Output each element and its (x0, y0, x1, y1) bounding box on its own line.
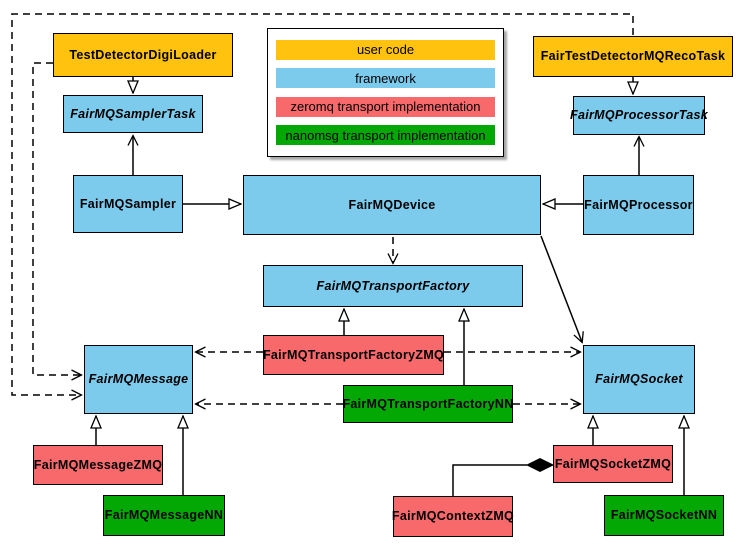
class-name: FairMQSocketZMQ (554, 456, 672, 471)
class-box-fairmqprocessor: FairMQProcessor (583, 175, 694, 235)
class-box-fairmqdevice: FairMQDevice (243, 175, 541, 235)
edge-dep-recotask-message (11, 13, 634, 395)
class-box-fairmqmessage: FairMQMessage (84, 345, 193, 414)
class-name: FairMQSampler (79, 196, 177, 211)
class-name: FairMQProcessorTask (570, 108, 708, 123)
class-name: FairMQProcessor (584, 197, 693, 212)
class-box-testdetectordigiloader: TestDetectorDigiLoader (53, 33, 233, 77)
class-name: FairMQSamplerTask (70, 106, 196, 121)
class-name: FairMQTransportFactoryZMQ (262, 347, 445, 362)
class-name: TestDetectorDigiLoader (69, 47, 217, 62)
legend-item-nanomsg: nanomsg transport implementation (276, 125, 495, 146)
class-name: FairTestDetectorMQRecoTask (540, 49, 726, 64)
class-box-fairmqtransportfactorynn: FairMQTransportFactoryNN (342, 385, 514, 423)
legend-item-user-code: user code (276, 39, 495, 60)
class-name: FairMQTransportFactoryNN (342, 396, 514, 411)
edge-compose-contextzmq-socketzmq (452, 464, 527, 496)
class-box-fairmqtransportfactory: FairMQTransportFactory (263, 265, 523, 307)
class-box-fairmqprocessortask: FairMQProcessorTask (570, 96, 708, 135)
class-name: FairMQSocketNN (610, 508, 718, 523)
legend: user code framework zeromq transport imp… (267, 28, 504, 157)
class-box-fairmqsampler: FairMQSampler (73, 175, 183, 233)
class-box-fairmqmessagezmq: FairMQMessageZMQ (33, 445, 163, 485)
class-box-fairtestdetectormqrecotask: FairTestDetectorMQRecoTask (533, 36, 733, 77)
class-name: FairMQMessageZMQ (33, 457, 163, 472)
class-box-fairmqmessagenn: FairMQMessageNN (103, 495, 225, 536)
class-name: FairMQMessage (88, 372, 189, 387)
class-name: FairMQDevice (348, 197, 436, 212)
legend-item-framework: framework (276, 68, 495, 89)
edge-assoc-device-socket (540, 235, 582, 342)
class-box-fairmqcontextzmq: FairMQContextZMQ (391, 496, 515, 537)
class-box-fairmqsamplertask: FairMQSamplerTask (63, 95, 203, 133)
class-box-fairmqsocketnn: FairMQSocketNN (604, 495, 724, 536)
class-box-fairmqtransportfactoryzmq: FairMQTransportFactoryZMQ (263, 335, 444, 375)
composition-diamond-icon (525, 457, 555, 473)
class-name: FairMQTransportFactory (316, 278, 470, 293)
class-name: FairMQSocket (595, 372, 683, 387)
legend-item-zeromq: zeromq transport implementation (276, 96, 495, 117)
class-name: FairMQMessageNN (104, 508, 224, 523)
class-box-fairmqsocketzmq: FairMQSocketZMQ (553, 445, 673, 483)
class-name: FairMQContextZMQ (391, 509, 515, 524)
class-box-fairmqsocket: FairMQSocket (583, 345, 695, 414)
